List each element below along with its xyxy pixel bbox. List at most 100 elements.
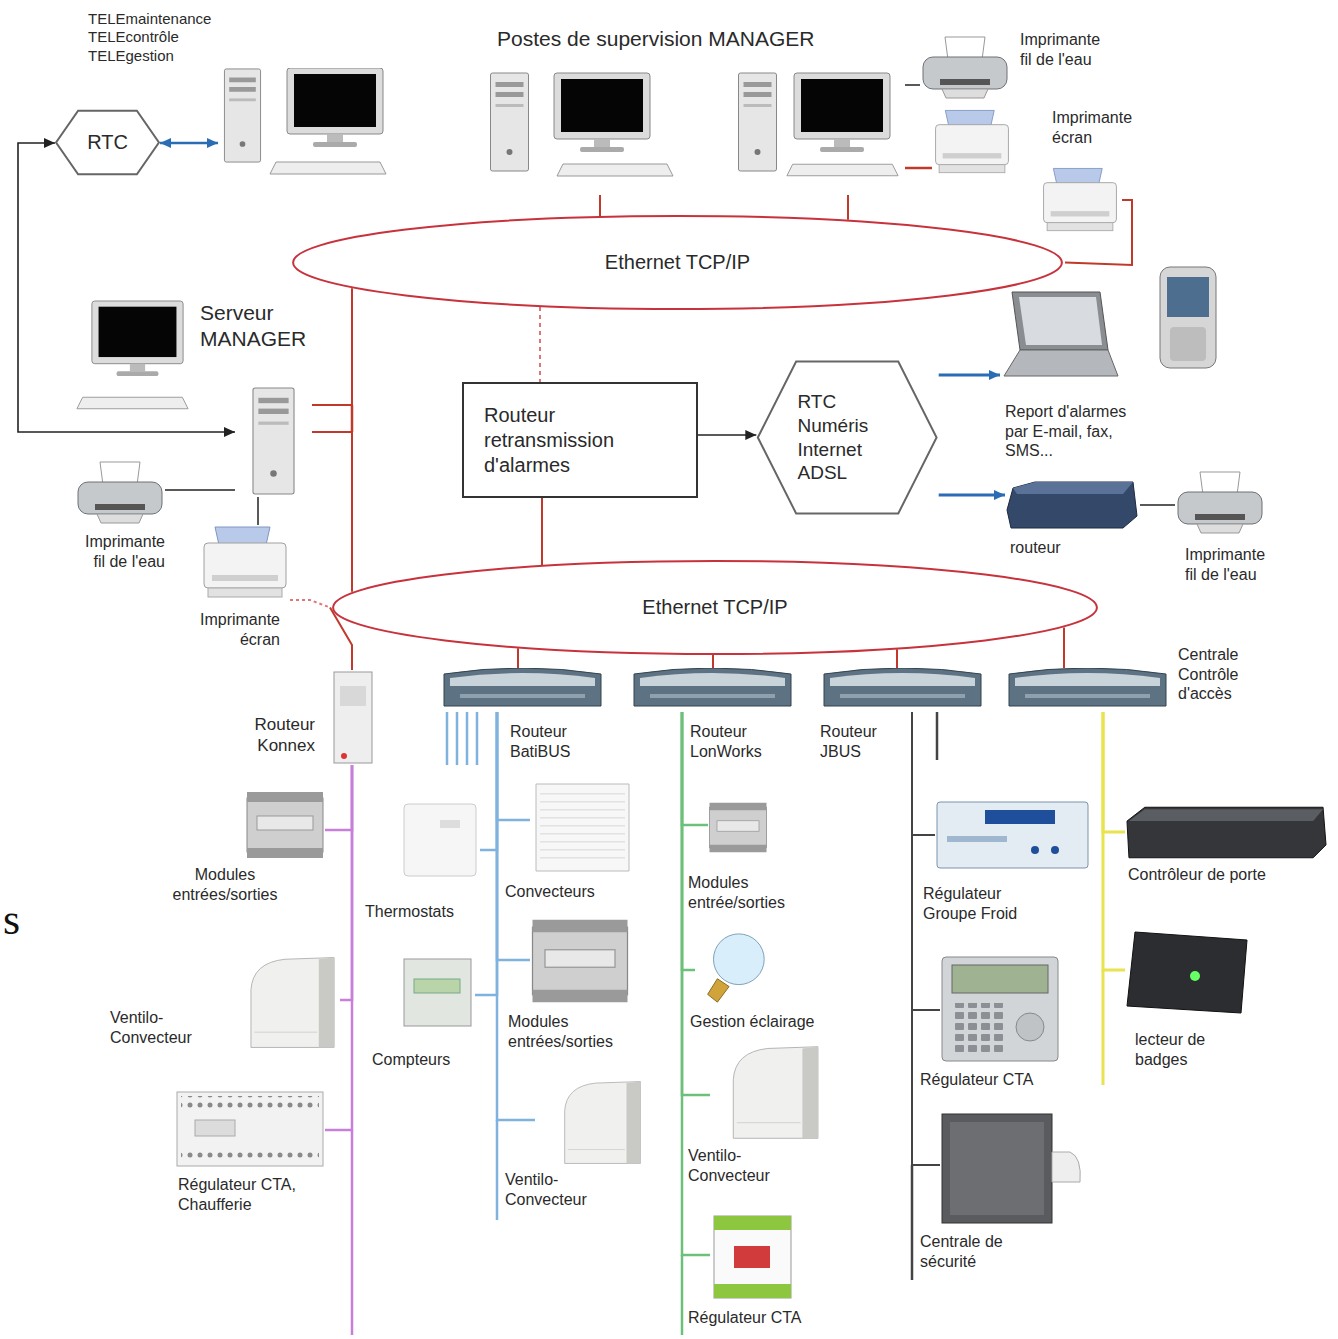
connector-line [712,655,714,668]
device-label: Ventilo- Convecteur [505,1170,620,1209]
device-node: Routeur BatiBUS [440,668,605,712]
io-module [247,792,323,858]
hexagon-node: RTC Numéris Internet ADSL [756,360,938,515]
access-bus [1102,970,1105,1085]
label-box: Serveur MANAGER [200,300,330,351]
connector [897,649,898,668]
inkjet-printer [1178,472,1262,533]
hexagon-node: RTC [55,110,160,175]
connector-line [912,712,935,835]
device-node: Routeur LonWorks [630,668,795,712]
connector-line [1063,628,1065,668]
text-group: Ethernet TCP/IP [642,595,787,620]
label-box: Régulateur CTA, Chaufferie [178,1175,323,1214]
light-bulb [708,934,765,1002]
device-label: Régulateur CTA, Chaufferie [178,1175,323,1214]
node-label: RTC Numéris Internet ADSL [797,390,897,485]
label-box: Régulateur CTA [688,1308,802,1328]
label-box: Imprimante écran [1052,108,1147,147]
io-module [710,803,767,853]
device-label: Thermostats [365,902,454,922]
fan-coil [565,1082,641,1164]
connector [312,432,352,592]
label-box: Ventilo- Convecteur [688,1146,803,1185]
connector [1140,505,1175,506]
device-node: Serveur MANAGER [235,385,312,497]
connector-line [480,712,497,850]
connector-line [312,288,352,405]
device-node: Régulateur Groupe Froid [935,800,1090,870]
node-label: Ethernet TCP/IP [605,250,750,275]
konnex-bus [351,1130,354,1335]
device-node: Centrale Contrôle d'accès [1005,668,1170,712]
connector-line [18,143,235,432]
server-monitor [92,301,183,376]
label-box: Régulateur CTA [920,1070,1034,1090]
pc-tower [491,73,529,171]
connector-line [475,712,497,995]
device-label: lecteur de badges [1135,1030,1235,1069]
label-box: Imprimante écran [185,610,280,649]
device-node: Compteurs [400,955,475,1030]
printer-wire [905,167,932,170]
connector [912,712,940,1010]
connector-line [290,600,330,608]
controller-module [177,1092,323,1166]
label-box: Imprimante fil de l'eau [70,532,165,571]
device-node: Régulateur CTA, Chaufferie [175,1090,325,1168]
free-label: s [3,895,20,944]
connector [713,655,714,668]
device-node: Régulateur CTA [710,1212,795,1302]
label-box: Modules entrées/sorties [508,1012,666,1051]
device-label: TELEmaintenance TELEcontrôle TELEgestion [88,10,238,65]
device-label: Routeur LonWorks [690,722,790,761]
device-label: Contrôleur de porte [1128,865,1266,885]
phone [1160,267,1216,368]
device-node: Imprimante fil de l'eau [920,35,1010,103]
connector-line [517,648,519,668]
label-box: Postes de supervision MANAGER [497,26,814,52]
chiller-controller [937,802,1088,868]
label-box: Ventilo- Convecteur [505,1170,620,1209]
node-label: RTC [87,130,128,155]
network-ellipse: Ethernet TCP/IP [290,215,1065,310]
label-box: Gestion éclairage [690,1012,815,1032]
laser-printer [1044,168,1117,230]
network-ellipse: Ethernet TCP/IP [330,560,1100,655]
keyboard [787,164,898,176]
device-label: Imprimante fil de l'eau [70,532,165,571]
connector-line [497,712,535,1120]
label-box: Routeur JBUS [820,722,905,761]
device-node: Imprimante fil de l'eau [75,460,165,525]
connector [698,430,756,440]
network-wire [351,405,354,432]
connector [905,85,920,86]
device-node: Ventilo- Convecteur [535,1080,660,1165]
device-label: Régulateur Groupe Froid [923,884,1048,923]
connector [325,765,352,1130]
device-label: Routeur BatiBUS [510,722,605,761]
device-label: Imprimante fil de l'eau [1020,30,1115,69]
hexagon-outline [756,360,938,515]
label-box: Routeur Konnex [215,715,315,756]
pc-tower [224,69,260,162]
label-box: Routeur LonWorks [690,722,790,761]
arrow-head [207,138,218,148]
connector [325,765,352,830]
label-box: Régulateur Groupe Froid [923,884,1048,923]
fan-coil [733,1047,818,1139]
inkjet-printer [78,462,162,523]
device-label: Modules entrées/sorties [145,865,305,904]
connector-line [1140,504,1175,506]
device-node: Ventilo- Convecteur [710,1045,830,1140]
laser-printer [936,110,1009,172]
ellipse-shape [333,561,1097,654]
bus-router [444,668,601,706]
connector [1103,712,1125,832]
laptop [1004,292,1118,376]
device-label: Centrale de sécurité [920,1232,1045,1271]
bus-router [1009,668,1166,706]
text-group: RTC [87,130,128,155]
device-label: Postes de supervision MANAGER [497,26,814,52]
